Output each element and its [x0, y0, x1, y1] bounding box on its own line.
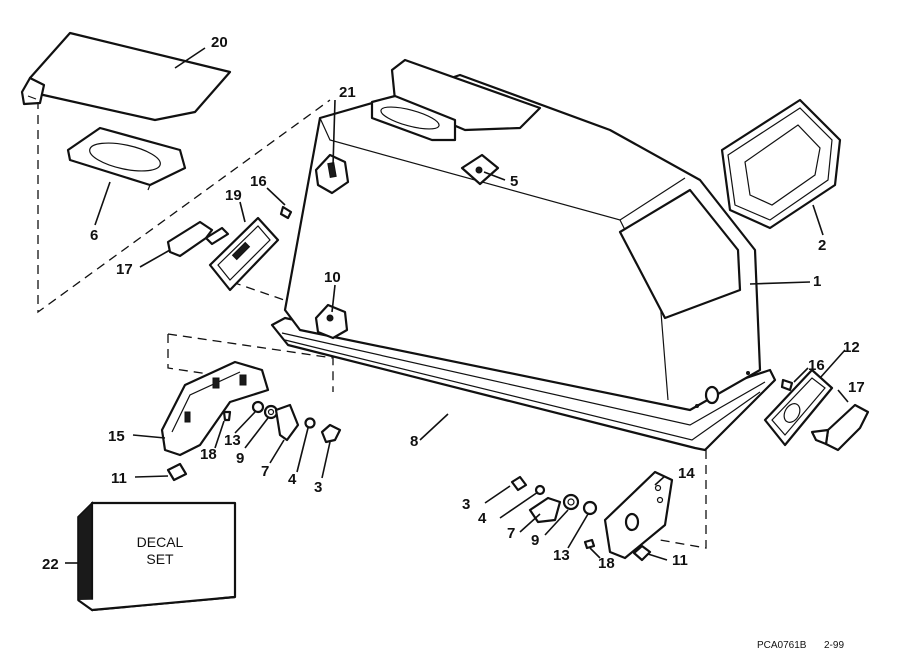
label-4-right: 4 [478, 510, 487, 527]
footer-code: PCA0761B [757, 640, 807, 651]
decal-line-1: DECAL [137, 534, 184, 550]
label-8: 8 [410, 433, 418, 450]
screw-16-right [780, 378, 794, 392]
label-22: 22 [42, 556, 59, 573]
motor-cover [270, 58, 777, 452]
decal-set-box: DECAL SET [77, 501, 237, 612]
dashed-guide-19 [231, 281, 291, 303]
bracket-left [160, 360, 270, 457]
screw-16-left [279, 205, 293, 220]
screw-plate [460, 153, 500, 186]
dashed-guide-14 [659, 450, 707, 549]
part-labels: 20 6 21 16 19 17 5 10 2 1 16 12 17 8 15 … [42, 34, 865, 573]
dashed-guide-15 [167, 333, 334, 392]
side-latch [314, 303, 349, 340]
clip-right [810, 403, 870, 452]
label-14: 14 [678, 465, 695, 482]
label-16-right: 16 [808, 357, 825, 374]
dashed-guide-left [37, 99, 331, 314]
label-15: 15 [108, 428, 125, 445]
label-2: 2 [818, 237, 826, 254]
label-3-right: 3 [462, 496, 470, 513]
label-16-left: 16 [250, 173, 267, 190]
label-6: 6 [90, 227, 98, 244]
leader-lines [65, 47, 849, 564]
label-13-left: 13 [224, 432, 241, 449]
seal-plate-right [763, 368, 834, 447]
label-18-left: 18 [200, 446, 217, 463]
label-9-right: 9 [531, 532, 539, 549]
hood-cover [20, 31, 232, 122]
label-19: 19 [225, 187, 242, 204]
seal-plate-left [208, 216, 280, 292]
clip-left [166, 220, 230, 258]
label-17-right: 17 [848, 379, 865, 396]
label-4-left: 4 [288, 471, 297, 488]
rear-vent-grille [720, 98, 842, 230]
hardware-left [166, 400, 342, 482]
label-18-right: 18 [598, 555, 615, 572]
label-20: 20 [211, 34, 228, 51]
label-3-left: 3 [314, 479, 322, 496]
label-17-left: 17 [116, 261, 133, 278]
label-7-left: 7 [261, 463, 269, 480]
label-7-right: 7 [507, 525, 515, 542]
label-11-left: 11 [111, 470, 127, 487]
label-21: 21 [339, 84, 356, 101]
label-13-right: 13 [553, 547, 570, 564]
label-9-left: 9 [236, 450, 244, 467]
label-12: 12 [843, 339, 860, 356]
bracket-right [603, 470, 674, 560]
latch-knob [314, 153, 350, 195]
label-11-right: 11 [672, 552, 688, 569]
hood-gasket [66, 126, 187, 191]
label-1: 1 [813, 273, 821, 290]
label-10: 10 [324, 269, 341, 286]
label-5: 5 [510, 173, 518, 190]
footer-date: 2-99 [824, 640, 844, 651]
decal-line-2: SET [146, 551, 174, 567]
